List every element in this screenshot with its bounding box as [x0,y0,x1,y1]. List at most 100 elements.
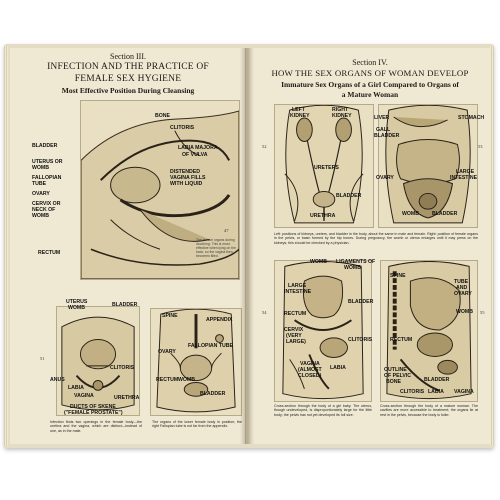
label-fallopian: FALLOPIAN [32,175,62,181]
label-bladder-tr: BLADDER [432,211,458,217]
label-appendix: APPENDIX [206,317,233,323]
douching-diagram-drawing [81,110,239,279]
label-labia-bl: LABIA [68,385,84,391]
label-neck-of: NECK OF [32,207,56,213]
label-and-br: AND [456,285,468,291]
label-almost: (ALMOST [298,367,322,373]
label-vagina-bl: VAGINA [74,393,94,399]
kidneys-pelvis-caption: Left: positions of kidneys, ureters, and… [274,232,478,245]
kidneys-drawing [284,105,364,224]
label-gall: GALL [376,127,391,133]
page-number-51: 51 [40,356,45,361]
label-labia-bl-r: LABIA [330,365,346,371]
page-number-55: 55 [480,310,485,315]
label-right: RIGHT [332,107,349,113]
label-intestine-bl: INTESTINE [284,289,312,295]
page-stack-right [490,46,494,446]
label-bladder-gall: BLADDER [374,133,400,139]
label-large-paren: LARGE) [286,339,306,345]
girl-cross-section-caption: Cross-section through the body of a girl… [274,404,372,417]
label-ovary-tr: OVARY [376,175,394,181]
label-anus: ANUS [50,377,65,383]
label-labia-majora: LABIA MAJORA [178,145,218,151]
label-distended: DISTENDED [170,169,200,175]
label-womb-tr: WOMB [402,211,419,217]
label-ducts-of-skene: DUCTS OF SKENE [70,404,116,410]
label-womb-br: WOMB [178,377,195,383]
open-book: Section III. INFECTION AND THE PRACTICE … [4,44,494,448]
openings-diagram-drawing [61,316,135,411]
label-bladder-br: BLADDER [200,391,226,397]
woman-cross-section-illustration [380,260,478,402]
label-urethra-tl: URETHRA [310,213,336,219]
label-large: LARGE [456,169,475,175]
book-gutter [240,48,254,444]
douching-note: The female organs during douching. This … [196,238,236,259]
label-spine-br-r: SPINE [390,273,406,279]
page-number-47: 47 [224,228,229,233]
right-title: HOW THE SEX ORGANS OF WOMAN DEVELOP [271,68,469,78]
right-page: Section IV. HOW THE SEX ORGANS OF WOMAN … [250,48,490,444]
label-uterus: UTERUS [66,299,88,305]
label-closed: CLOSED) [298,373,322,379]
label-of-vulva: OF VULVA [182,152,208,158]
label-ovary: OVARY [32,191,50,197]
label-vagina-br-r: VAGINA [454,389,474,395]
girl-cross-section-illustration [274,260,372,402]
openings-caption: Infection finds two openings in the fema… [50,420,142,433]
label-with-liquid: WITH LIQUID [170,181,203,187]
label-labia-br-r: LABIA [428,389,444,395]
woman-cross-section-drawing [386,261,472,400]
label-liver: LIVER [374,115,390,121]
label-left: LEFT [292,107,305,113]
page-stack-left [4,46,8,446]
label-outline: OUTLINE [384,367,407,373]
label-womb-ligament: WOMB [344,265,361,271]
label-womb-2: WOMB [32,213,49,219]
label-bladder-br-r: BLADDER [424,377,450,383]
page-number-52: 52 [262,144,267,149]
label-womb-bl: WOMB [68,305,85,311]
left-subtitle: Most Effective Position During Cleansing [61,86,195,95]
mature-pelvis-drawing [385,105,471,224]
label-womb: WOMB [32,165,49,171]
label-ligaments-of: LIGAMENTS OF [336,259,376,265]
right-subtitle-line2: a Mature Woman [341,90,399,99]
label-womb-br-r: WOMB [456,309,473,315]
lower-body-organs-illustration [150,308,242,416]
label-ovary-br-r: OVARY [454,291,472,297]
left-section-label: Section III. [110,52,146,61]
label-rectum: RECTUM [38,250,61,256]
label-tube-br: TUBE [454,279,469,285]
label-bladder: BLADDER [32,143,58,149]
label-female-prostate: ("FEMALE PROSTATE") [64,410,123,416]
label-bladder-tl: BLADDER [336,193,362,199]
label-bladder-bl-r: BLADDER [348,299,374,305]
kidneys-illustration [274,104,374,228]
label-bone-br: BONE [386,379,401,385]
label-clitoris: CLITORIS [170,125,195,131]
label-bone: BONE [155,113,170,119]
lower-body-caption: The organs of the lower female body in p… [152,420,242,429]
label-kidney-left: KIDNEY [290,113,310,119]
lower-body-drawing [156,309,236,413]
label-urethra-bl: URETHRA [114,395,140,401]
label-clitoris-br-r: CLITORIS [400,389,425,395]
label-clitoris-bl: CLITORIS [110,365,135,371]
right-subtitle-line1: Immature Sex Organs of a Girl Compared t… [281,80,459,89]
label-cervix: CERVIX [284,327,304,333]
label-large-bl: LARGE [288,283,307,289]
left-title-line2: FEMALE SEX HYGIENE [74,74,182,84]
label-tube: TUBE [32,181,47,187]
label-vagina-bl-r: VAGINA [300,361,320,367]
label-spine: SPINE [162,313,178,319]
label-womb-bl-r: WOMB [310,259,327,265]
label-very: (VERY [286,333,302,339]
woman-cross-section-caption: Cross-section through the body of a matu… [380,404,478,417]
label-uterus-or: UTERUS OR [32,159,63,165]
female-openings-illustration [56,306,140,416]
page-number-53: 53 [478,144,483,149]
label-ureters: URETERS [314,165,339,171]
label-intestine: INTESTINE [450,175,478,181]
page-number-54: 54 [262,310,267,315]
